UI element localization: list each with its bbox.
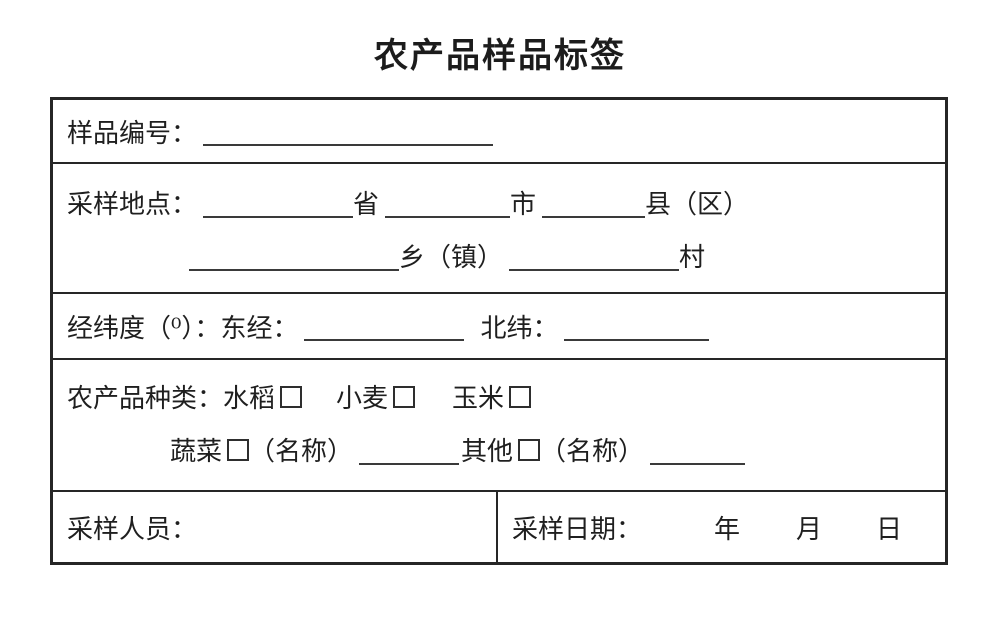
day-label: 日 — [876, 514, 903, 545]
city-suffix-label: 市 — [510, 190, 537, 220]
wheat-checkbox[interactable] — [393, 385, 416, 408]
village-suffix-label: 村 — [679, 243, 706, 273]
location-line-1: 采样地点： 省 市 县（区） — [67, 176, 931, 229]
year-label: 年 — [714, 514, 741, 545]
north-latitude-label: 北纬： — [480, 313, 559, 344]
rice-label: 水稻 — [223, 384, 276, 414]
vegetable-label: 蔬菜 — [170, 437, 223, 467]
village-field[interactable] — [509, 241, 680, 271]
option-wheat: 小麦 — [336, 378, 416, 415]
row-coordinates: 经纬度（⁰）： 东经： 北纬： — [53, 294, 945, 360]
vegetable-name-label: （名称） — [249, 437, 354, 467]
province-field[interactable] — [203, 188, 354, 218]
sample-no-field[interactable] — [203, 116, 494, 146]
option-other: 其他 （名称） — [461, 431, 644, 468]
other-checkbox[interactable] — [518, 438, 541, 461]
date-label: 采样日期： — [512, 514, 643, 545]
option-vegetable: 蔬菜 （名称） — [170, 431, 353, 468]
east-longitude-label: 东经： — [220, 313, 299, 344]
option-corn: 玉米 — [452, 378, 532, 415]
county-suffix-label: 县（区） — [645, 190, 750, 220]
option-rice: 水稻 — [223, 378, 303, 415]
corn-checkbox[interactable] — [509, 385, 532, 408]
page-title: 农产品样品标签 — [374, 36, 626, 76]
product-type-label: 农产品种类： — [67, 384, 224, 414]
date-cell: 采样日期： 年 月 日 — [498, 492, 945, 562]
location-line-2: 乡（镇） 村 — [67, 229, 931, 282]
city-field[interactable] — [385, 188, 511, 218]
month-label: 月 — [796, 514, 823, 545]
county-field[interactable] — [542, 188, 646, 218]
product-type-line-1: 农产品种类： 水稻 小麦 玉米 — [67, 370, 931, 423]
row-location: 采样地点： 省 市 县（区） 乡（镇） 村 — [53, 164, 945, 294]
row-sample-no: 样品编号： — [53, 100, 945, 164]
form-table: 样品编号： 采样地点： 省 市 县（区） 乡（镇） 村 经纬度（⁰） — [50, 97, 948, 565]
other-name-field[interactable] — [650, 435, 746, 465]
row-product-type: 农产品种类： 水稻 小麦 玉米 蔬菜 （名称） — [53, 360, 945, 492]
rice-checkbox[interactable] — [280, 385, 303, 408]
row-footer: 采样人员： 采样日期： 年 月 日 — [53, 492, 945, 562]
wheat-label: 小麦 — [336, 384, 389, 414]
coordinates-label: 经纬度（⁰）： — [67, 313, 221, 344]
east-longitude-field[interactable] — [304, 311, 465, 341]
other-name-label: （名称） — [540, 437, 645, 467]
vegetable-checkbox[interactable] — [227, 438, 250, 461]
township-field[interactable] — [189, 241, 399, 271]
sample-no-label: 样品编号： — [67, 118, 198, 149]
sampler-label: 采样人员： — [67, 514, 198, 545]
province-suffix-label: 省 — [353, 190, 380, 220]
other-label: 其他 — [461, 437, 514, 467]
corn-label: 玉米 — [452, 384, 505, 414]
vegetable-name-field[interactable] — [359, 435, 460, 465]
township-suffix-label: 乡（镇） — [399, 243, 504, 273]
north-latitude-field[interactable] — [564, 311, 710, 341]
product-type-line-2: 蔬菜 （名称） 其他 （名称） — [67, 423, 931, 476]
location-label: 采样地点： — [67, 190, 198, 220]
sampler-cell: 采样人员： — [53, 492, 498, 562]
